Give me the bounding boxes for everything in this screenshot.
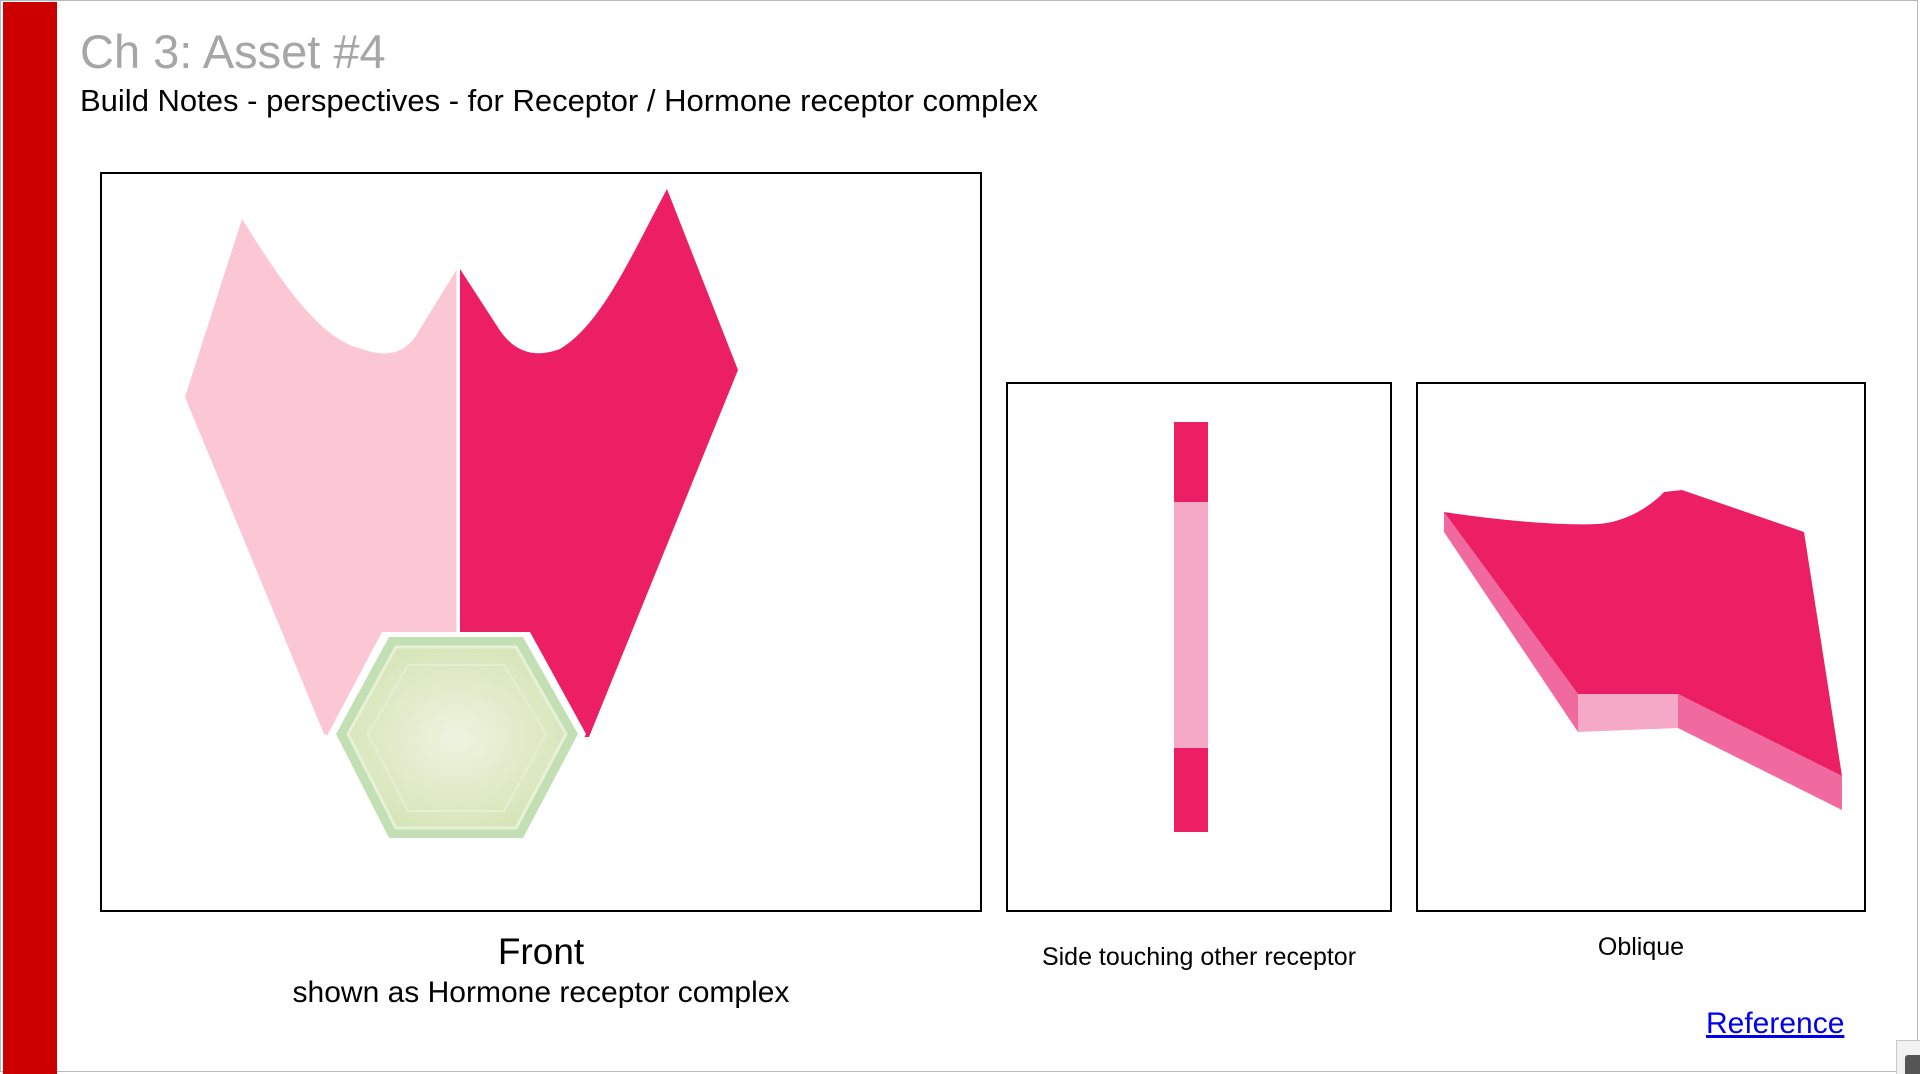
comment-icon [1905, 1055, 1920, 1074]
reference-link[interactable]: Reference [1706, 1007, 1845, 1040]
oblique-view-drawing [1444, 490, 1842, 810]
side-view-panel [1006, 382, 1392, 912]
side-top-segment [1174, 422, 1208, 502]
oblique-left-edge [1444, 512, 1578, 732]
oblique-right-edge [1678, 694, 1842, 810]
side-middle-segment [1174, 502, 1208, 748]
oblique-view-panel [1416, 382, 1866, 912]
hexagon-fill [346, 645, 568, 830]
side-caption: Side touching other receptor [1041, 943, 1357, 971]
oblique-front-edge [1578, 694, 1678, 732]
accent-bar [3, 2, 57, 1074]
receptor-right-half [460, 189, 738, 739]
front-subcaption: shown as Hormone receptor complex [292, 976, 790, 1009]
corner-tab[interactable] [1896, 1040, 1920, 1074]
side-bottom-segment [1174, 748, 1208, 832]
front-view-drawing [185, 189, 738, 844]
slide-title: Ch 3: Asset #4 [80, 25, 386, 78]
front-caption: Front [497, 931, 585, 972]
oblique-caption: Oblique [1597, 933, 1685, 961]
receptor-left-half [185, 219, 457, 739]
front-view-panel [100, 172, 982, 912]
oblique-top-face [1444, 490, 1842, 776]
slide-subtitle: Build Notes - perspectives - for Recepto… [80, 83, 1038, 118]
side-view-drawing [1174, 422, 1208, 832]
hexagon-inner-ring [366, 664, 548, 812]
